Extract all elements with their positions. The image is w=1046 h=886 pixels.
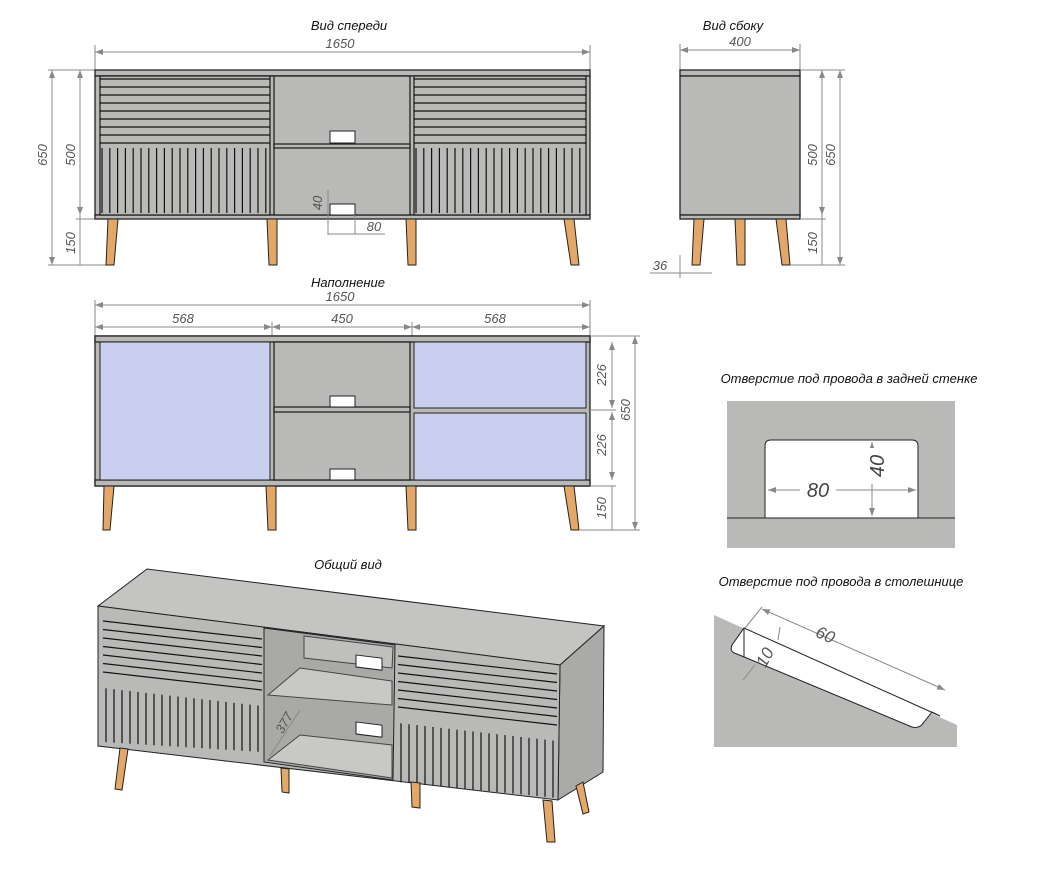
top-hole-l: 60 xyxy=(813,622,839,647)
filling-shelf-bottom: 226 xyxy=(594,433,609,456)
filling-height-total: 650 xyxy=(618,398,633,420)
horizontal-slat xyxy=(397,672,558,692)
leg xyxy=(266,218,278,266)
filling-height-legs: 150 xyxy=(594,496,609,518)
horizontal-slat xyxy=(102,662,263,683)
horizontal-slat xyxy=(102,654,263,674)
front-height-total: 650 xyxy=(35,143,50,165)
horizontal-slat xyxy=(397,697,558,718)
side-leg-offset: 36 xyxy=(653,258,668,273)
top-hole-title: Отверстие под провода в столешнице xyxy=(719,574,964,589)
perspective-view: Общий вид 377 xyxy=(96,557,606,843)
horizontal-slat xyxy=(102,645,263,666)
front-view-title: Вид спереди xyxy=(311,18,387,33)
perspective-title: Общий вид xyxy=(314,557,382,572)
side-view: Вид сбоку 400 500 650 150 36 xyxy=(650,18,845,278)
cable-hole xyxy=(329,130,356,144)
shelf xyxy=(273,143,411,149)
horizontal-slat xyxy=(102,620,263,640)
filling-center: 450 xyxy=(331,311,353,326)
back-hole-detail: Отверстие под провода в задней стенке 80… xyxy=(721,371,978,548)
horizontal-slat xyxy=(397,706,558,726)
side-height-legs: 150 xyxy=(805,231,820,253)
side-depth-dim: 400 xyxy=(729,34,751,49)
side-height-total: 650 xyxy=(823,143,838,165)
front-hole-h: 40 xyxy=(310,195,325,210)
filling-right: 568 xyxy=(484,311,506,326)
front-height-body: 500 xyxy=(63,143,78,165)
filling-title: Наполнение xyxy=(311,275,385,290)
horizontal-slat xyxy=(102,628,263,649)
horizontal-slat xyxy=(102,637,263,657)
filling-width: 1650 xyxy=(326,289,356,304)
leg xyxy=(563,218,580,266)
cable-hole xyxy=(329,203,356,216)
filling-view: Наполнение 1650 568 450 568 226 226 650 … xyxy=(94,275,640,531)
filling-left: 568 xyxy=(172,311,194,326)
horizontal-slat xyxy=(397,689,558,709)
door xyxy=(413,75,587,216)
front-view: Вид спереди 1650 650 500 150 40 80 xyxy=(35,18,591,266)
countertop xyxy=(94,69,591,77)
door xyxy=(99,75,271,216)
back-hole-w: 80 xyxy=(807,480,829,502)
leg xyxy=(105,218,119,266)
side-view-title: Вид сбоку xyxy=(703,18,765,33)
top-hole-detail: Отверстие под провода в столешнице 60 10 xyxy=(714,574,963,747)
back-hole-title: Отверстие под провода в задней стенке xyxy=(721,371,978,386)
horizontal-slat xyxy=(102,671,263,691)
back-hole-h: 40 xyxy=(867,455,889,477)
front-height-legs: 150 xyxy=(63,231,78,253)
horizontal-slat xyxy=(397,663,558,684)
front-width-dim: 1650 xyxy=(326,36,356,51)
front-hole-w: 80 xyxy=(367,219,382,234)
side-height-body: 500 xyxy=(805,143,820,165)
leg xyxy=(405,218,417,266)
horizontal-slat xyxy=(397,680,558,701)
filling-shelf-top: 226 xyxy=(594,363,609,386)
horizontal-slat xyxy=(397,655,558,675)
